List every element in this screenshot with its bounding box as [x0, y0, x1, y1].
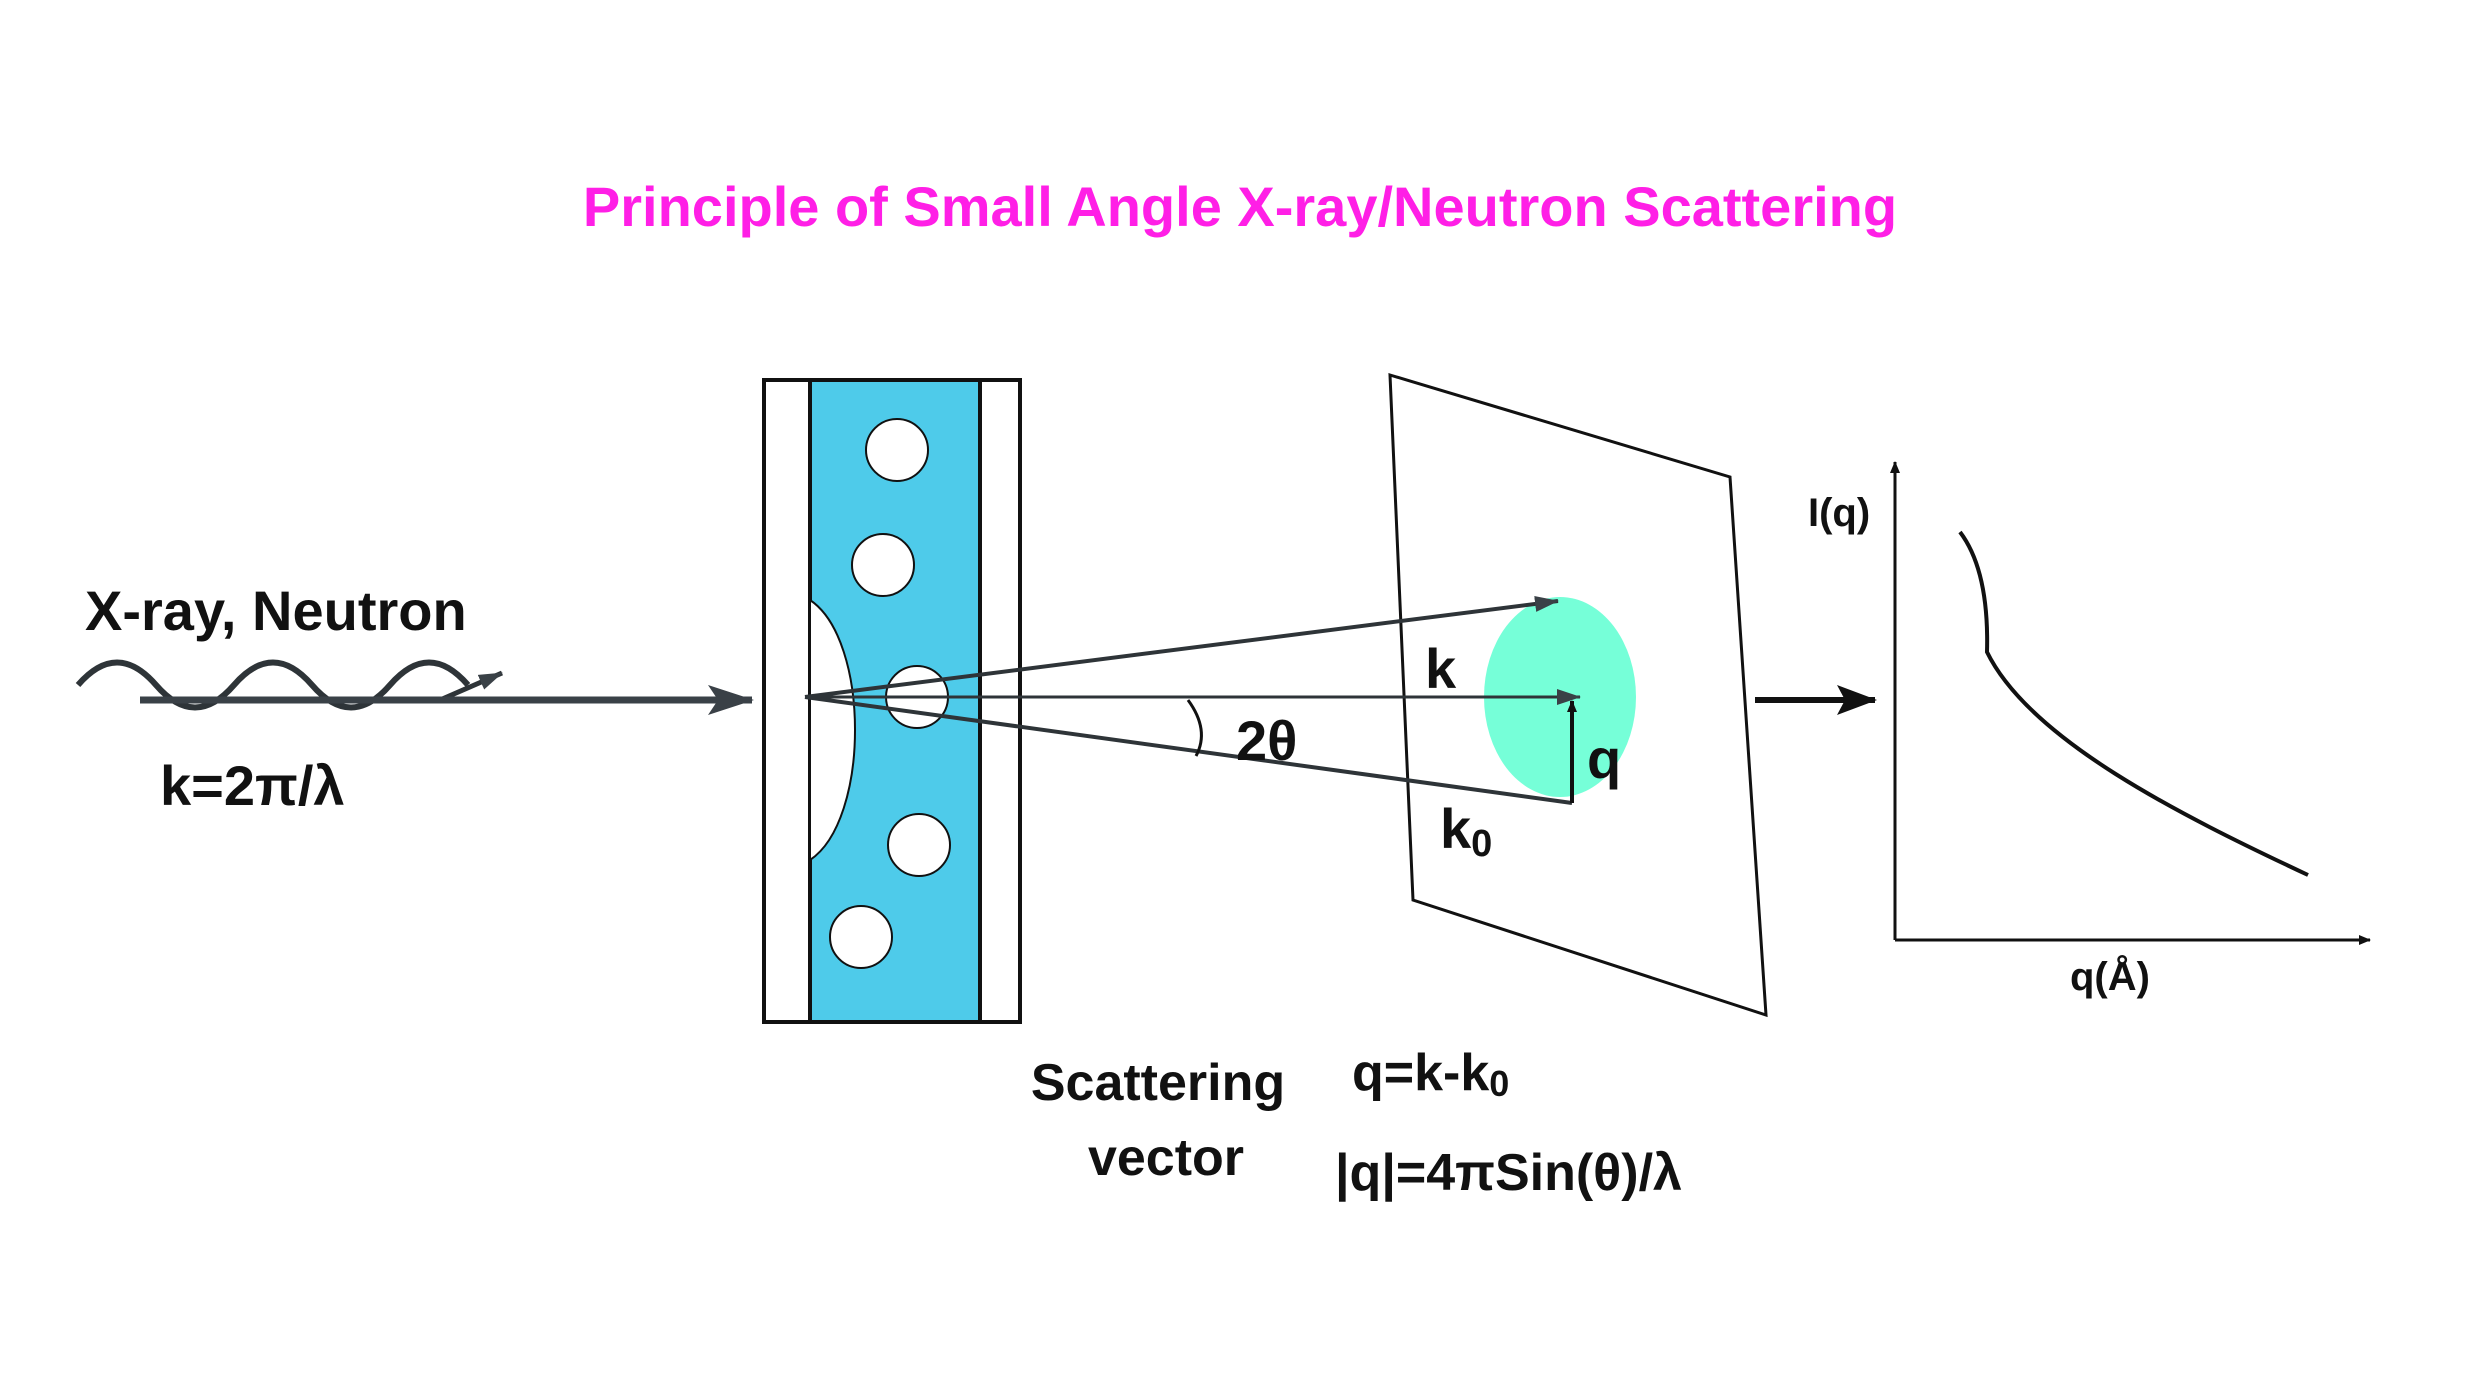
wavevector-label: k=2π/λ: [160, 754, 345, 817]
plot-xlabel: q(Å): [2070, 954, 2150, 999]
q-label: q: [1587, 727, 1621, 790]
q-equation-subscript: 0: [1489, 1063, 1509, 1104]
angle-arc: [1186, 699, 1203, 757]
beam-cavity: [809, 598, 856, 862]
particle: [851, 533, 915, 597]
k-vector: [804, 595, 1559, 699]
iq-plot: [1890, 461, 2371, 945]
scattering-geometry: [804, 595, 1581, 805]
q-equation: q=k-k0: [1352, 1044, 1509, 1104]
scattering-vector-label-1: Scattering: [1031, 1054, 1285, 1112]
wave-arrow: [439, 670, 503, 703]
particle: [829, 905, 893, 969]
k0-main: k: [1440, 797, 1472, 860]
k-label: k: [1425, 637, 1457, 700]
k0-subscript: 0: [1471, 823, 1492, 865]
particle: [865, 418, 929, 482]
angle-label: 2θ: [1236, 709, 1297, 772]
scattering-vector-label-2: vector: [1088, 1129, 1244, 1187]
diagram-title: Principle of Small Angle X-ray/Neutron S…: [583, 175, 1897, 238]
plot-ylabel: I(q): [1808, 491, 1870, 535]
particle: [887, 813, 951, 877]
k0-label: k0: [1440, 797, 1492, 865]
q-equation-main: q=k-k: [1352, 1044, 1489, 1102]
sample-cell: [762, 378, 1022, 1024]
incident-label: X-ray, Neutron: [85, 579, 467, 642]
incident-beam: [75, 659, 754, 715]
wave-line: [75, 659, 471, 711]
k0-vector: [804, 695, 1573, 805]
scattering-curve: [1958, 530, 2309, 877]
q-magnitude-equation: |q|=4πSin(θ)/λ: [1335, 1144, 1682, 1202]
